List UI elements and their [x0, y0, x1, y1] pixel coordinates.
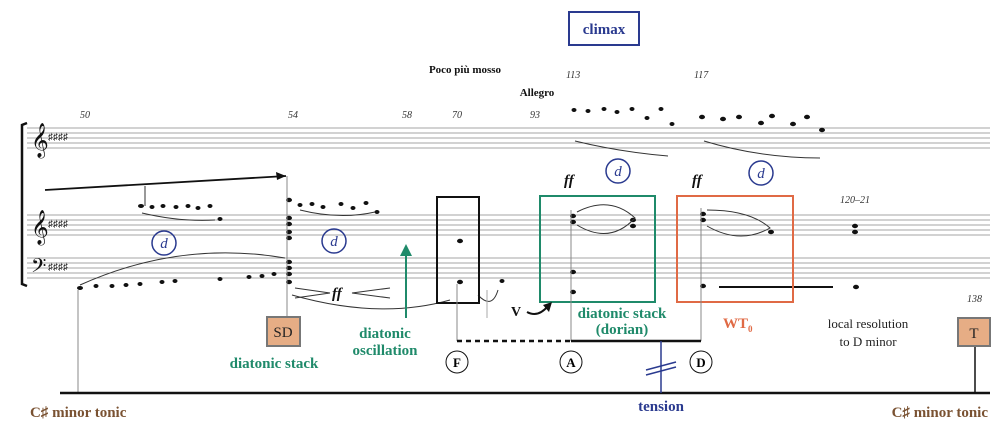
tonic-label-left: C♯ minor tonic [30, 405, 127, 421]
circled-d: D [689, 350, 713, 374]
svg-text:d: d [614, 164, 622, 180]
treble-clef-icon: 𝄞 [31, 210, 49, 246]
bass-clef-icon: 𝄢 [31, 256, 46, 282]
diatonic-stack-label: diatonic stack [230, 356, 319, 372]
arrowhead-icon [400, 244, 412, 256]
box-whole-tone [676, 195, 794, 303]
arrowhead-icon [543, 302, 552, 312]
box-measure-70 [436, 196, 480, 304]
svg-text:F: F [453, 355, 461, 370]
measure-number: 70 [452, 110, 462, 121]
svg-text:d: d [757, 166, 765, 182]
sd-label: SD [273, 325, 292, 341]
dorian-label: diatonic stack [578, 306, 667, 322]
dynamic-ff: ff [564, 173, 576, 189]
diatonic-oscillation-label: oscillation [352, 343, 418, 359]
dynamic-ff: ff [332, 286, 344, 302]
dorian-label: (dorian) [596, 322, 649, 338]
whole-tone-label: WT0 [723, 316, 753, 334]
curved-arrow [526, 305, 549, 315]
double-slash-icon [645, 361, 677, 376]
tonic-label-right: C♯ minor tonic [892, 405, 989, 421]
staff-top [27, 127, 990, 149]
climax-box [568, 11, 640, 46]
arrowhead-icon [276, 172, 286, 180]
tempo-poco-piu-mosso: Poco più mosso [429, 64, 502, 76]
local-resolution-label: local resolution [828, 316, 909, 331]
dominant-label: V [511, 305, 521, 320]
svg-text:d: d [330, 234, 338, 250]
measure-number: 58 [402, 110, 412, 121]
progression-arrow [44, 175, 287, 191]
sd-box [266, 316, 301, 347]
diatonic-oscillation-label: diatonic [359, 326, 411, 342]
motif-d-marker: d [151, 230, 177, 256]
measure-number: 113 [566, 70, 580, 81]
svg-text:D: D [696, 355, 705, 370]
staff-middle [27, 214, 990, 236]
svg-text:d: d [160, 236, 168, 252]
local-resolution-label: to D minor [839, 334, 897, 349]
dynamic-ff: ff [692, 173, 704, 189]
measure-number: 138 [967, 294, 982, 305]
measure-number: 54 [288, 110, 298, 121]
measure-number: 50 [80, 110, 90, 121]
notes [77, 107, 859, 295]
climax-label: climax [583, 22, 626, 38]
key-signature: ♯♯♯♯ [48, 262, 68, 273]
tempo-allegro: Allegro [520, 87, 555, 99]
motif-d-marker: d [605, 158, 631, 184]
slurs-and-stems [79, 140, 833, 310]
t-label: T [969, 326, 978, 342]
key-signature: ♯♯♯♯ [48, 132, 68, 143]
t-box [957, 317, 991, 347]
motif-d-marker: d [321, 228, 347, 254]
circled-a: A [559, 350, 583, 374]
stem-lines [77, 176, 702, 393]
key-signature: ♯♯♯♯ [48, 219, 68, 230]
motif-d-marker: d [748, 160, 774, 186]
svg-text:A: A [566, 355, 576, 370]
circled-f: F [445, 350, 469, 374]
tension-label: tension [638, 399, 685, 415]
measure-number: 117 [694, 70, 709, 81]
measure-number: 93 [530, 110, 540, 121]
system-bracket [20, 121, 28, 288]
treble-clef-icon: 𝄞 [31, 123, 49, 159]
measure-number: 120–21 [840, 195, 870, 206]
box-diatonic-stack-dorian [539, 195, 656, 303]
staff-bass [27, 257, 990, 279]
